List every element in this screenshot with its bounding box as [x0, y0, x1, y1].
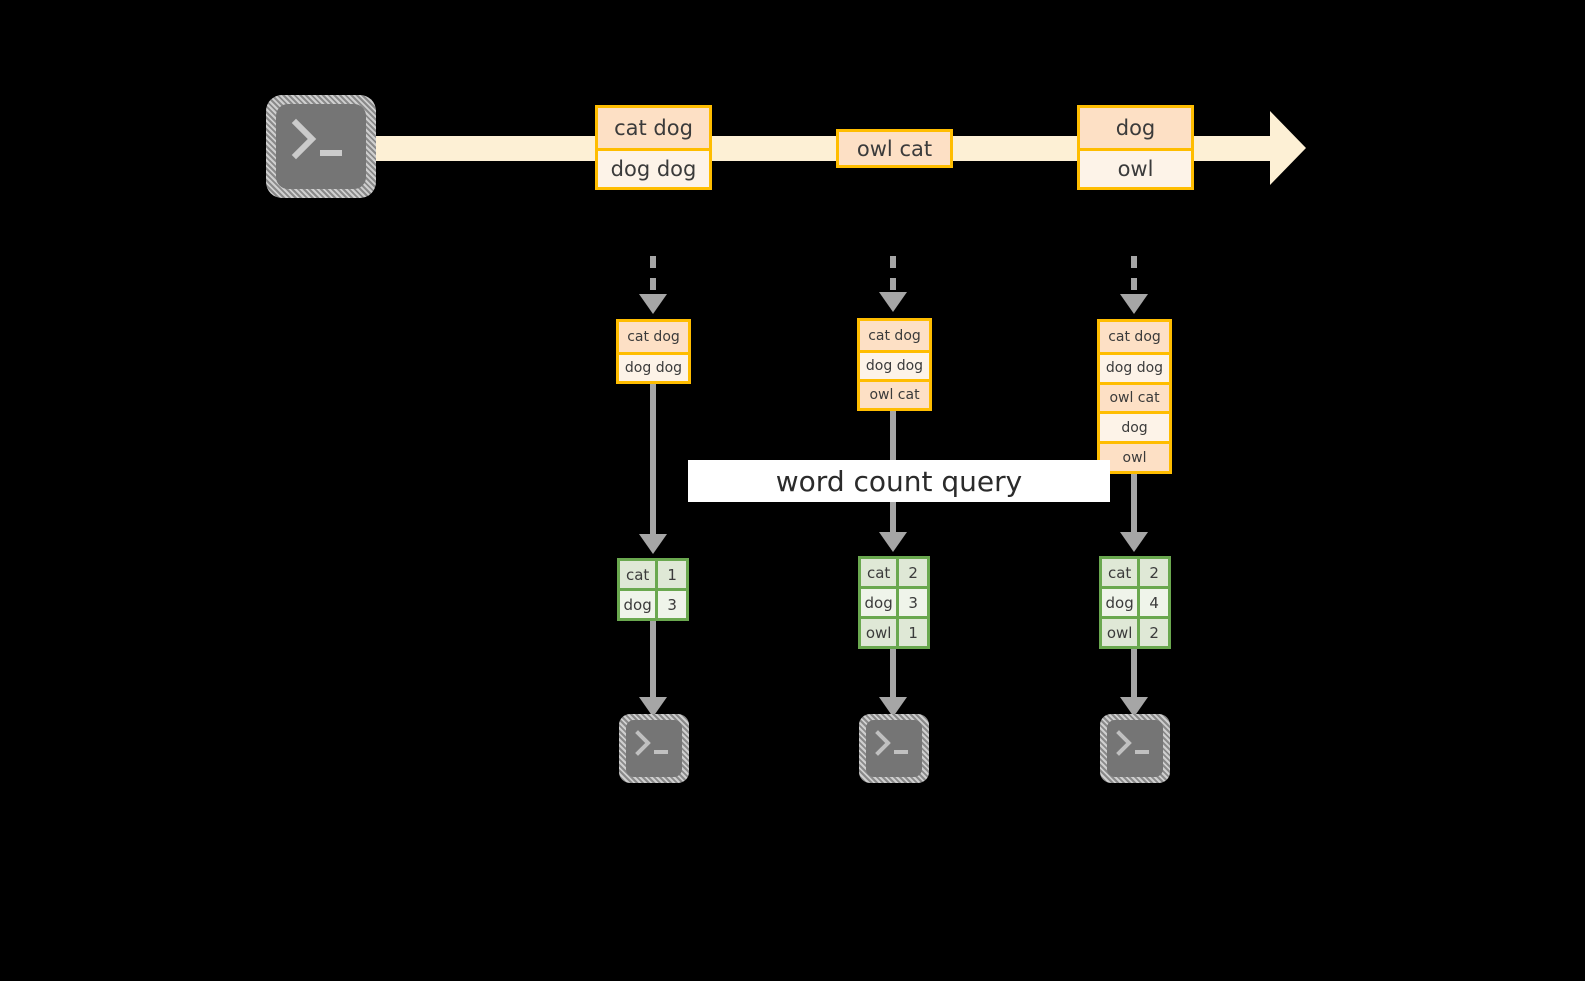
terminal-prompt-glyph [291, 118, 342, 160]
terminal-screen [1107, 720, 1163, 777]
result-count-cell: 2 [899, 559, 927, 586]
result-word-cell: owl [1102, 619, 1141, 646]
result-count-cell: 1 [658, 561, 686, 588]
stream-batch-line: dog dog [598, 147, 709, 187]
result-word-cell: cat [1102, 559, 1141, 586]
result-row: dog 3 [620, 588, 686, 618]
terminal-prompt-glyph [875, 730, 908, 756]
result-to-sink-line-2 [890, 649, 896, 699]
result-count-cell: 2 [1140, 619, 1168, 646]
sink-terminal-icon-2 [859, 714, 929, 783]
source-terminal-icon [266, 95, 376, 198]
terminal-screen [276, 104, 366, 189]
state-line: cat dog [1100, 322, 1169, 352]
result-table-3[interactable]: cat 2 dog 4 owl 2 [1099, 556, 1171, 649]
stream-to-state-arrowhead-1 [639, 294, 667, 314]
result-row: dog 4 [1102, 586, 1168, 616]
accumulated-state-2[interactable]: cat dog dog dog owl cat [857, 318, 932, 411]
result-row: dog 3 [861, 586, 927, 616]
result-row: owl 1 [861, 616, 927, 646]
state-line: owl cat [860, 378, 929, 408]
stream-to-state-dashed-line-2 [890, 256, 896, 294]
state-line: dog dog [1100, 351, 1169, 382]
sink-terminal-icon-1 [619, 714, 689, 783]
stream-to-state-dashed-line-3 [1131, 256, 1137, 296]
result-row: owl 2 [1102, 616, 1168, 646]
result-count-cell: 3 [899, 589, 927, 616]
state-line: cat dog [619, 322, 688, 352]
sink-terminal-icon-3 [1100, 714, 1170, 783]
accumulated-state-3[interactable]: cat dog dog dog owl cat dog owl [1097, 319, 1172, 474]
query-banner: word count query [688, 460, 1110, 502]
stream-to-state-arrowhead-3 [1120, 294, 1148, 314]
terminal-prompt-glyph [1116, 730, 1149, 756]
state-line: owl [1100, 441, 1169, 471]
result-word-cell: cat [620, 561, 659, 588]
stream-batch-line: owl cat [839, 132, 950, 165]
result-count-cell: 1 [899, 619, 927, 646]
result-row: cat 1 [620, 561, 686, 588]
stream-arrowhead [1270, 111, 1306, 185]
state-to-result-line-3 [1131, 474, 1137, 534]
state-to-result-line-1 [650, 384, 656, 536]
result-to-sink-line-3 [1131, 649, 1137, 699]
result-word-cell: dog [1102, 589, 1141, 616]
result-to-sink-line-1 [650, 621, 656, 699]
result-to-sink-arrowhead-1 [639, 697, 667, 717]
accumulated-state-1[interactable]: cat dog dog dog [616, 319, 691, 384]
result-row: cat 2 [861, 559, 927, 586]
result-word-cell: owl [861, 619, 900, 646]
stream-batch-3[interactable]: dog owl [1077, 105, 1194, 190]
stream-batch-line: cat dog [598, 108, 709, 148]
state-to-result-arrowhead-1 [639, 534, 667, 554]
stream-batch-2[interactable]: owl cat [836, 129, 953, 168]
result-word-cell: cat [861, 559, 900, 586]
result-table-2[interactable]: cat 2 dog 3 owl 1 [858, 556, 930, 649]
result-count-cell: 2 [1140, 559, 1168, 586]
result-to-sink-arrowhead-3 [1120, 697, 1148, 717]
state-line: dog dog [619, 351, 688, 381]
result-word-cell: dog [620, 591, 659, 618]
result-count-cell: 4 [1140, 589, 1168, 616]
state-line: owl cat [1100, 381, 1169, 412]
result-to-sink-arrowhead-2 [879, 697, 907, 717]
stream-to-state-dashed-line-1 [650, 256, 656, 296]
stream-to-state-arrowhead-2 [879, 292, 907, 312]
terminal-screen [626, 720, 682, 777]
stream-batch-line: owl [1080, 147, 1191, 187]
state-line: dog [1100, 411, 1169, 442]
state-to-result-arrowhead-3 [1120, 532, 1148, 552]
result-row: cat 2 [1102, 559, 1168, 586]
state-to-result-arrowhead-2 [879, 532, 907, 552]
state-line: cat dog [860, 321, 929, 350]
stream-batch-1[interactable]: cat dog dog dog [595, 105, 712, 190]
result-word-cell: dog [861, 589, 900, 616]
terminal-screen [866, 720, 922, 777]
result-count-cell: 3 [658, 591, 686, 618]
terminal-prompt-glyph [635, 730, 668, 756]
result-table-1[interactable]: cat 1 dog 3 [617, 558, 689, 621]
state-line: dog dog [860, 350, 929, 379]
query-banner-label: word count query [775, 464, 1023, 498]
stream-batch-line: dog [1080, 108, 1191, 148]
